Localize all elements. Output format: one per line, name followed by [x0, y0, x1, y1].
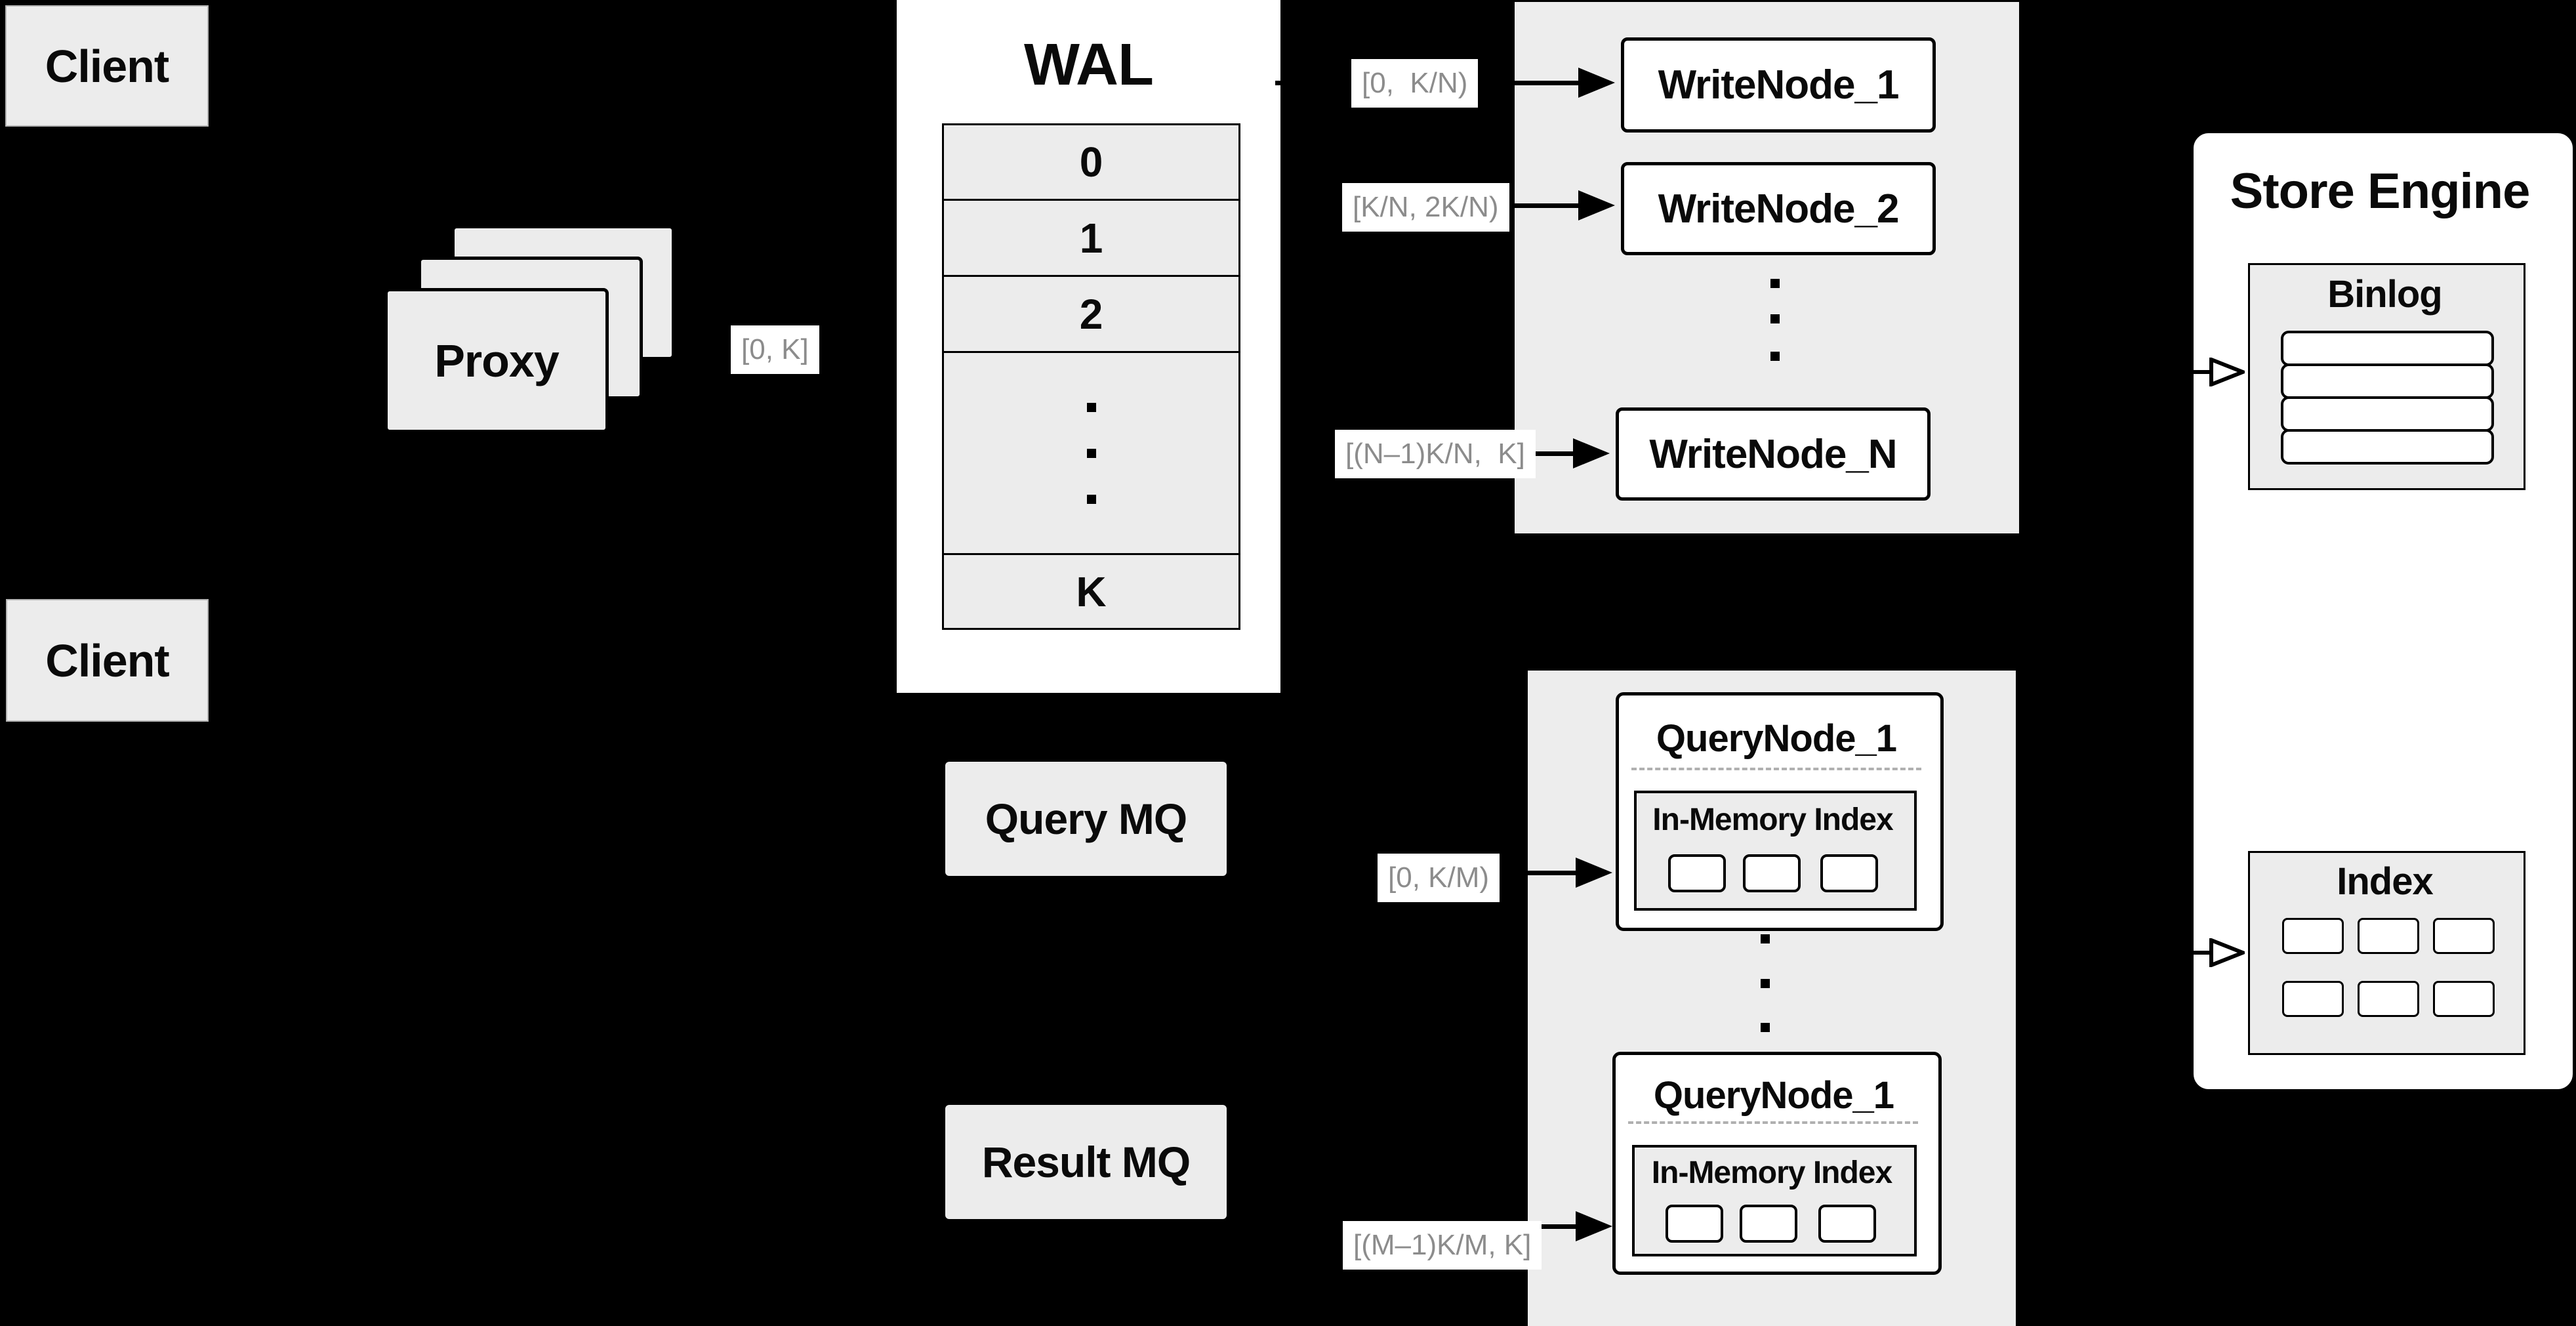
binlog-row — [2281, 331, 2494, 366]
index-cell — [2282, 981, 2344, 1017]
segment-cell — [1820, 854, 1878, 892]
segment-cell — [1668, 854, 1726, 892]
ellipsis-dot — [1761, 979, 1770, 988]
ellipsis-dot — [1086, 494, 1096, 504]
query-node-m-title: QueryNode_1 — [1653, 1074, 1894, 1117]
ellipsis-dot — [1761, 934, 1770, 943]
query-node-1-separator — [1631, 768, 1921, 770]
binlog-row — [2281, 396, 2494, 432]
segment-cell — [1740, 1205, 1797, 1243]
wal-row-1: 1 — [944, 201, 1238, 277]
index-cell — [2282, 918, 2344, 954]
binlog-title: Binlog — [2327, 273, 2442, 316]
result-mq-box: Result MQ — [945, 1105, 1227, 1219]
proxy-box-front: Proxy — [384, 288, 609, 433]
client-box-bottom: Client — [6, 599, 209, 722]
client-box-top: Client — [5, 5, 209, 127]
index-cells — [2282, 918, 2495, 1017]
range-label-querynode-m: [(M–1)K/M, K] — [1343, 1221, 1542, 1270]
query-mq-box: Query MQ — [945, 762, 1227, 876]
ellipsis-dot — [1770, 314, 1780, 323]
binlog-row — [2281, 429, 2494, 465]
ellipsis-dot — [1770, 352, 1780, 361]
in-memory-index-title-2: In-Memory Index — [1651, 1155, 1892, 1190]
segment-cell — [1666, 1205, 1723, 1243]
range-label-proxy-wal: [0, K] — [731, 325, 819, 374]
write-node-2: WriteNode_2 — [1621, 162, 1936, 255]
in-memory-index-title-1: In-Memory Index — [1652, 802, 1893, 837]
segment-cell — [1743, 854, 1801, 892]
index-title: Index — [2337, 860, 2434, 903]
ellipsis-dot — [1761, 1023, 1770, 1032]
ellipsis-dot — [1086, 402, 1096, 412]
arrow-shaft-index — [2020, 951, 2214, 955]
arrow-head-writenode-n — [1573, 438, 1610, 468]
range-label-writenode-2: [K/N, 2K/N) — [1342, 183, 1509, 232]
index-cell — [2358, 981, 2419, 1017]
index-cell — [2433, 981, 2495, 1017]
arrow-head-open-index — [2209, 938, 2245, 967]
segment-cell — [1818, 1205, 1876, 1243]
binlog-rows — [2281, 331, 2494, 465]
arrow-head-querynode-m — [1576, 1211, 1612, 1241]
ellipsis-dot — [1770, 279, 1780, 288]
store-engine-title: Store Engine — [2230, 163, 2531, 219]
wal-log-table: 0 1 2 K — [942, 123, 1240, 630]
query-node-1-title: QueryNode_1 — [1656, 717, 1897, 760]
range-label-writenode-n: [(N–1)K/N, K] — [1335, 430, 1536, 478]
query-node-m-separator — [1628, 1121, 1918, 1124]
wal-row-k: K — [944, 555, 1238, 628]
binlog-row — [2281, 363, 2494, 399]
index-cell — [2358, 918, 2419, 954]
wal-row-ellipsis — [944, 353, 1238, 555]
arrow-head-writenode-2 — [1578, 190, 1615, 220]
arrow-head-querynode-1 — [1576, 858, 1612, 888]
arrow-head-open-binlog — [2209, 358, 2245, 386]
write-node-1: WriteNode_1 — [1621, 37, 1936, 133]
index-cell — [2433, 918, 2495, 954]
wal-title: WAL — [1024, 32, 1154, 98]
arrow-shaft-binlog — [2020, 370, 2214, 374]
ellipsis-dot — [1086, 448, 1096, 458]
range-label-querynode-1: [0, K/M) — [1378, 854, 1500, 902]
write-node-n: WriteNode_N — [1616, 407, 1931, 501]
wal-row-0: 0 — [944, 125, 1238, 201]
arrow-head-writenode-1 — [1578, 68, 1615, 98]
range-label-writenode-1: [0, K/N) — [1351, 59, 1479, 108]
wal-row-2: 2 — [944, 277, 1238, 353]
